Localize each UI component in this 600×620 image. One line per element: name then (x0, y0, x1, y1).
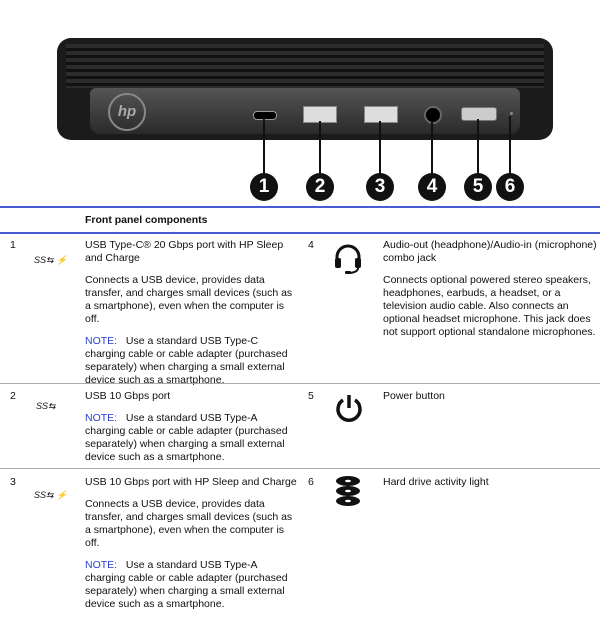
header-rule (0, 232, 600, 234)
callout-1: 1 (250, 173, 278, 201)
row-divider (0, 468, 600, 469)
row-note: NOTE: Use a standard USB Type-A charging… (85, 412, 300, 464)
row-title: USB 10 Gbps port with HP Sleep and Charg… (85, 476, 297, 488)
usb-ss-icon: SS⇆ (36, 401, 56, 411)
callout-3: 3 (366, 173, 394, 201)
row-title: Audio-out (headphone)/Audio-in (micropho… (383, 239, 597, 264)
row-number: 1 (10, 239, 16, 251)
row-title: Power button (383, 390, 445, 402)
callout-5: 5 (464, 173, 492, 201)
usb-c-port (253, 111, 277, 120)
usb-a-port-3 (364, 106, 398, 123)
row-title: USB Type-C® 20 Gbps port with HP Sleep a… (85, 239, 284, 264)
row-description: Connects a USB device, provides data tra… (85, 498, 293, 549)
leader-line (379, 121, 381, 176)
row-number: 3 (10, 476, 16, 488)
usb-ss-charge-icon: SS⇆ ⚡ (34, 490, 68, 500)
power-icon (336, 395, 362, 422)
row-description: Connects optional powered stereo speaker… (383, 274, 596, 338)
hp-logo: hp (108, 93, 146, 131)
row-number: 6 (308, 476, 314, 488)
row-divider (0, 383, 600, 384)
note-label: NOTE: (85, 335, 118, 347)
leader-line (431, 122, 433, 176)
callout-2: 2 (306, 173, 334, 201)
row-number: 4 (308, 239, 314, 251)
row-number: 2 (10, 390, 16, 402)
table-top-rule (0, 206, 600, 208)
row-note: NOTE: Use a standard USB Type-C charging… (85, 335, 300, 387)
row-note: NOTE: Use a standard USB Type-A charging… (85, 559, 300, 611)
hard-drive-icon (336, 476, 360, 506)
audio-jack (424, 106, 442, 124)
note-label: NOTE: (85, 559, 118, 571)
leader-line (509, 116, 511, 176)
callout-6: 6 (496, 173, 524, 201)
leader-line (319, 121, 321, 176)
vent-grille (66, 44, 544, 88)
row-title: USB 10 Gbps port (85, 390, 171, 402)
note-text: Use a standard USB Type-A charging cable… (85, 412, 288, 463)
usb-ss-charge-icon: SS⇆ ⚡ (34, 255, 68, 265)
leader-line (263, 118, 265, 176)
row-description: Connects a USB device, provides data tra… (85, 274, 293, 325)
row-number: 5 (308, 390, 314, 402)
note-label: NOTE: (85, 412, 118, 424)
drive-light (510, 112, 513, 115)
row-title: Hard drive activity light (383, 476, 489, 488)
headset-icon (335, 244, 361, 274)
leader-line (477, 119, 479, 176)
callout-4: 4 (418, 173, 446, 201)
table-header: Front panel components (85, 214, 208, 226)
note-text: Use a standard USB Type-C charging cable… (85, 335, 288, 386)
power-button-graphic (461, 107, 497, 121)
